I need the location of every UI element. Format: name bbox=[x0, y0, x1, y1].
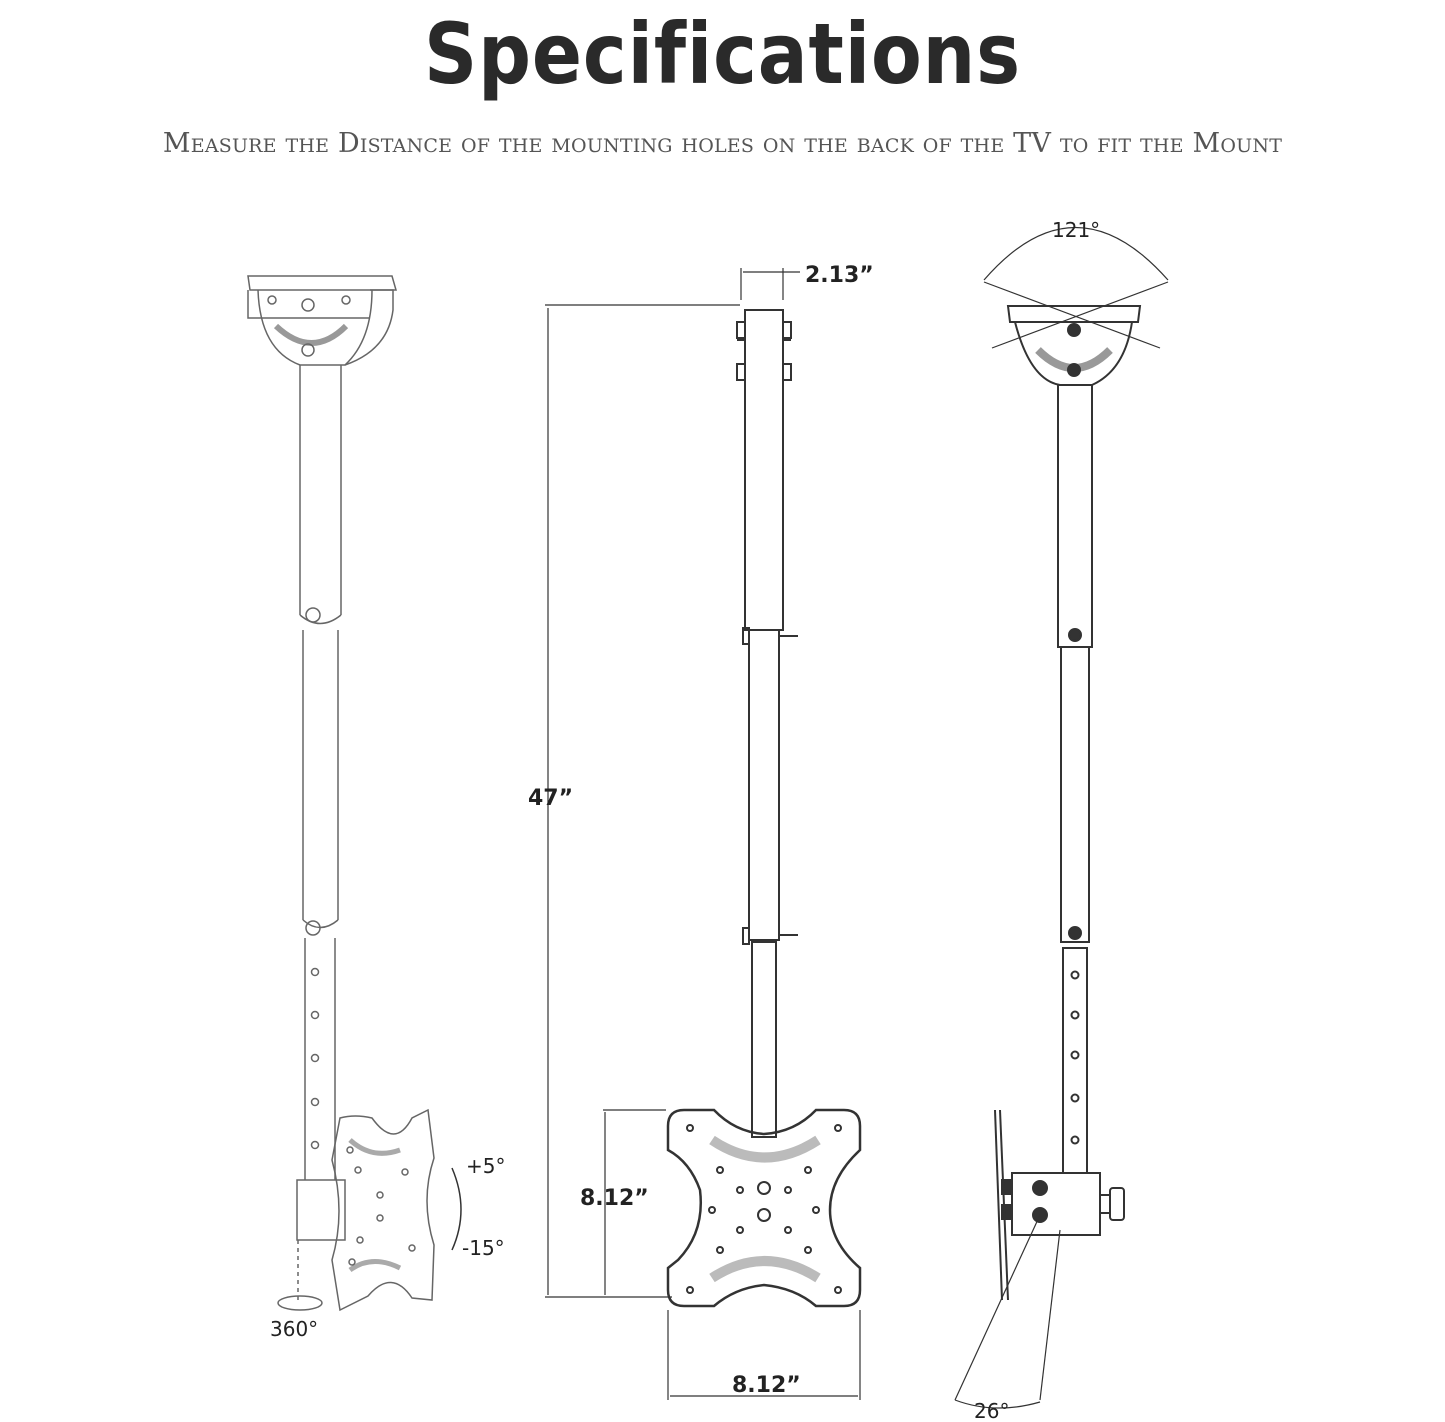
top-angle-label: 121° bbox=[1052, 218, 1100, 242]
plate-width-label: 8.12” bbox=[732, 1373, 801, 1398]
pole-width-label: 2.13” bbox=[805, 263, 874, 288]
tilt-up-label: +5° bbox=[466, 1154, 505, 1178]
bottom-angle-label: 26° bbox=[974, 1399, 1009, 1422]
left-view-mount bbox=[247, 275, 462, 1312]
front-view-mount bbox=[545, 268, 862, 1400]
tilt-down-label: -15° bbox=[462, 1236, 505, 1260]
height-label: 47” bbox=[528, 786, 573, 811]
plate-height-label: 8.12” bbox=[580, 1186, 649, 1211]
side-view-mount bbox=[954, 226, 1169, 1409]
swivel-label: 360° bbox=[270, 1317, 318, 1341]
page-subtitle: Measure the Distance of the mounting hol… bbox=[162, 128, 1283, 159]
page-title: Specifications bbox=[423, 5, 1022, 103]
